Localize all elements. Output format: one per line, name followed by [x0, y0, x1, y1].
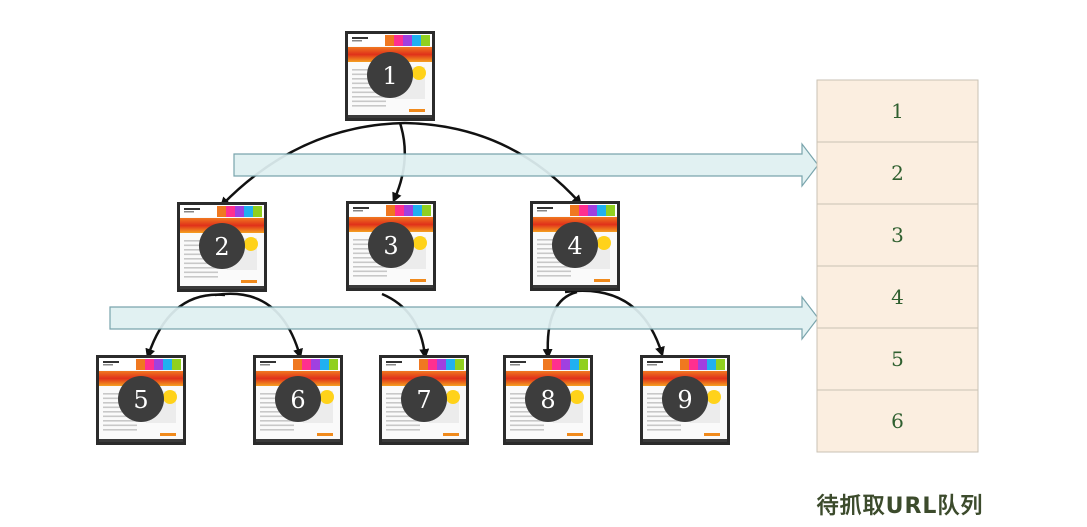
- node-number-circle: [552, 222, 598, 268]
- page-node-6: 6: [253, 355, 343, 445]
- queue-cell-label: 1: [891, 99, 904, 123]
- node-number-label: 9: [677, 386, 692, 414]
- node-number-circle: [367, 52, 413, 98]
- queue-cell-2: 2: [816, 141, 979, 205]
- queue-cell-5: 5: [816, 327, 979, 391]
- page-node-3: 3: [346, 201, 436, 291]
- url-queue: 1 2 3 4 5 6: [816, 79, 979, 453]
- queue-label: 待抓取URL队列: [816, 494, 984, 519]
- queue-cell-label: 4: [891, 285, 904, 309]
- node-number-label: 4: [567, 232, 582, 260]
- queue-cell-label: 3: [891, 223, 904, 247]
- node-number-label: 1: [382, 62, 397, 90]
- page-node-1: 1: [345, 31, 435, 121]
- queue-cell-label: 2: [891, 161, 904, 185]
- node-number-label: 3: [383, 232, 398, 260]
- queue-cell-6: 6: [816, 389, 979, 453]
- queue-cell-4: 4: [816, 265, 979, 329]
- queue-cell-label: 5: [891, 347, 904, 371]
- node-number-label: 7: [416, 386, 431, 414]
- nodes-layer: 1 2 3 4 5 6 7 8 9: [96, 31, 730, 445]
- edge-2-6: [214, 292, 303, 359]
- bfs-arrow-level-2: [109, 295, 819, 341]
- edge-1-2: [219, 121, 406, 208]
- bfs-arrow-level-1: [233, 142, 819, 188]
- node-number-label: 8: [540, 386, 555, 414]
- page-node-9: 9: [640, 355, 730, 445]
- node-number-circle: [401, 376, 447, 422]
- queue-cell-1: 1: [816, 79, 979, 143]
- queue-cell-3: 3: [816, 203, 979, 267]
- node-number-circle: [368, 222, 414, 268]
- page-node-2: 2: [177, 202, 267, 292]
- node-number-label: 5: [133, 386, 148, 414]
- page-node-8: 8: [503, 355, 593, 445]
- queue-cell-label: 6: [891, 409, 904, 433]
- page-node-4: 4: [530, 201, 620, 291]
- page-node-5: 5: [96, 355, 186, 445]
- node-number-circle: [662, 376, 708, 422]
- node-number-circle: [118, 376, 164, 422]
- edge-1-4: [404, 121, 583, 206]
- bfs-arrows-layer: [109, 142, 819, 341]
- node-number-circle: [275, 376, 321, 422]
- node-number-label: 6: [290, 386, 305, 414]
- node-number-circle: [199, 223, 245, 269]
- node-number-circle: [525, 376, 571, 422]
- page-node-7: 7: [379, 355, 469, 445]
- node-number-label: 2: [214, 233, 229, 261]
